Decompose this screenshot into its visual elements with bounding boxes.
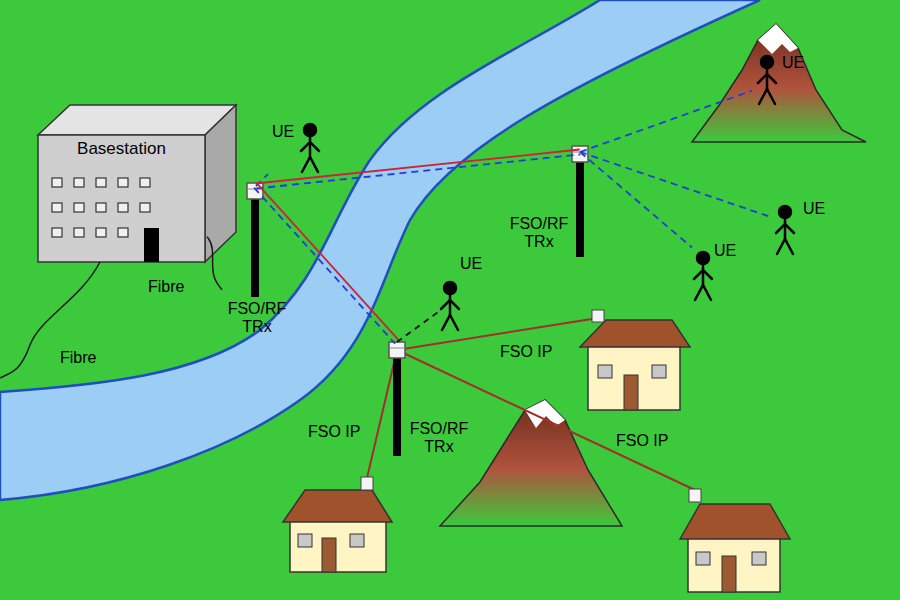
house <box>283 477 392 572</box>
transceiver-tower: FSO/RF TRx <box>385 342 480 468</box>
basestation-box: Basestation <box>38 135 207 262</box>
link-connector <box>207 237 222 290</box>
node-label: UE <box>270 123 296 141</box>
node-label: FSO/RF TRx <box>503 215 575 252</box>
user-equipment: UE <box>268 120 322 175</box>
link-connector <box>256 174 268 186</box>
rf-beam <box>256 174 268 186</box>
node-label: FSO/RF TRx <box>222 300 292 337</box>
node-label: UE <box>712 242 738 260</box>
user-equipment: UE <box>692 242 747 300</box>
rf-beam <box>256 154 580 188</box>
link-label: Fibre <box>146 278 186 296</box>
link-connector <box>397 311 440 342</box>
fibre-cable <box>0 262 100 378</box>
house <box>580 310 690 410</box>
fso-beam <box>256 150 580 184</box>
user-equipment: UE <box>440 255 486 333</box>
transceiver-tower: FSO/RF TRx <box>500 152 595 275</box>
node-label: UE <box>801 200 827 218</box>
link-connector <box>256 150 581 189</box>
rf-beam <box>580 152 692 248</box>
fibre-cable <box>207 237 222 290</box>
user-equipment: UE <box>773 200 830 255</box>
node-label: FSO/RF TRx <box>403 420 475 457</box>
rf-beam <box>397 311 440 342</box>
tower-pole <box>389 342 405 456</box>
mountain <box>440 400 622 526</box>
rf-beam <box>580 152 773 218</box>
node-label: Basestation <box>38 139 205 159</box>
node-label: UE <box>780 54 806 72</box>
transceiver-tower: FSO/RF TRx <box>222 186 294 348</box>
house <box>680 489 790 592</box>
link-connector <box>254 184 399 343</box>
tower-pole <box>247 183 263 297</box>
rf-beam <box>254 188 395 344</box>
link-connector <box>580 91 752 152</box>
link-label: FSO IP <box>614 432 670 450</box>
mountain <box>692 24 866 142</box>
rf-beam <box>580 91 752 152</box>
node-label: UE <box>458 255 484 273</box>
fso-ip-link <box>367 318 695 490</box>
link-label: FSO IP <box>498 343 554 361</box>
basestation-building <box>38 105 236 262</box>
user-equipment: UE <box>752 52 812 108</box>
person-figure <box>301 56 794 330</box>
link-label: FSO IP <box>306 423 362 441</box>
link-connector <box>580 152 773 218</box>
river <box>0 0 760 500</box>
link-connector <box>580 152 692 248</box>
fibre-label: Fibre <box>58 349 98 367</box>
tower-pole <box>572 146 588 257</box>
